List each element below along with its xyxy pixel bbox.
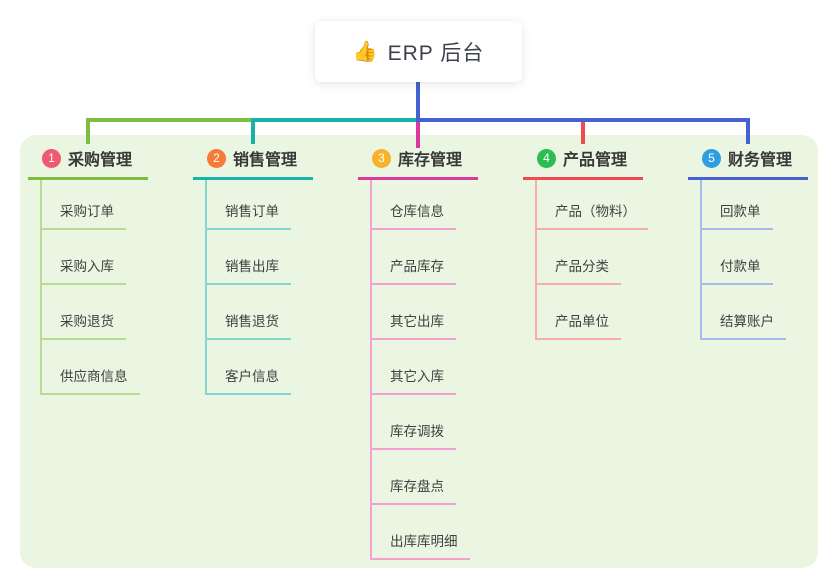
child-node[interactable]: 采购退货 [42,310,126,340]
child-row: 供应商信息 [42,340,168,395]
child-row: 销售退货 [207,285,333,340]
branch-children: 采购订单采购入库采购退货供应商信息 [40,180,168,395]
branch-node[interactable]: 5 财务管理 [688,146,808,180]
root-title-label: ERP 后台 [387,41,485,65]
child-node[interactable]: 产品（物料） [537,200,648,230]
child-node[interactable]: 销售退货 [207,310,291,340]
branch-column: 2 销售管理 销售订单销售出库销售退货客户信息 [193,146,333,395]
branch-number-badge: 5 [702,148,721,168]
child-row: 付款单 [702,230,828,285]
child-row: 其它入库 [372,340,498,395]
branches-panel [20,135,818,568]
child-node[interactable]: 回款单 [702,200,773,230]
branch-number-badge: 1 [42,148,61,168]
child-node[interactable]: 采购入库 [42,255,126,285]
branch-title-label: 库存管理 [398,152,463,169]
branch-title-label: 产品管理 [563,152,628,169]
child-row: 库存盘点 [372,450,498,505]
child-node[interactable]: 结算账户 [702,310,786,340]
branch-column: 5 财务管理 回款单付款单结算账户 [688,146,828,340]
branch-node[interactable]: 3 库存管理 [358,146,478,180]
child-row: 采购入库 [42,230,168,285]
branch-node[interactable]: 1 采购管理 [28,146,148,180]
branch-number-badge: 2 [207,148,226,168]
child-node[interactable]: 采购订单 [42,200,126,230]
child-node[interactable]: 出库库明细 [372,530,470,560]
child-row: 其它出库 [372,285,498,340]
child-node[interactable]: 库存盘点 [372,475,456,505]
child-node[interactable]: 产品单位 [537,310,621,340]
child-node[interactable]: 产品库存 [372,255,456,285]
branch-column: 1 采购管理 采购订单采购入库采购退货供应商信息 [28,146,168,395]
branch-children: 产品（物料） 产品分类产品单位 [535,180,663,340]
child-row: 产品单位 [537,285,663,340]
thumbs-up-icon: 👍 [352,41,379,63]
child-row: 产品分类 [537,230,663,285]
branch-column: 4 产品管理 产品（物料） 产品分类产品单位 [523,146,663,340]
child-row: 回款单 [702,180,828,230]
child-row: 销售出库 [207,230,333,285]
branch-title-label: 销售管理 [233,152,298,169]
child-row: 产品（物料） [537,180,663,230]
child-node[interactable]: 其它入库 [372,365,456,395]
branch-number-badge: 3 [372,148,391,168]
branch-title-label: 财务管理 [728,152,793,169]
child-row: 仓库信息 [372,180,498,230]
child-node[interactable]: 库存调拨 [372,420,456,450]
child-row: 结算账户 [702,285,828,340]
branch-children: 回款单付款单结算账户 [700,180,828,340]
root-node[interactable]: 👍 ERP 后台 [315,21,522,82]
branch-children: 销售订单销售出库销售退货客户信息 [205,180,333,395]
branch-title-label: 采购管理 [68,152,133,169]
child-node[interactable]: 产品分类 [537,255,621,285]
child-node[interactable]: 供应商信息 [42,365,140,395]
branch-number-badge: 4 [537,148,556,168]
child-node[interactable]: 付款单 [702,255,773,285]
child-row: 采购订单 [42,180,168,230]
branch-node[interactable]: 4 产品管理 [523,146,643,180]
child-row: 出库库明细 [372,505,498,560]
child-node[interactable]: 仓库信息 [372,200,456,230]
child-row: 库存调拨 [372,395,498,450]
child-row: 销售订单 [207,180,333,230]
child-node[interactable]: 销售订单 [207,200,291,230]
child-node[interactable]: 销售出库 [207,255,291,285]
child-node[interactable]: 客户信息 [207,365,291,395]
branch-node[interactable]: 2 销售管理 [193,146,313,180]
child-row: 产品库存 [372,230,498,285]
child-row: 采购退货 [42,285,168,340]
branch-children: 仓库信息产品库存其它出库其它入库库存调拨库存盘点出库库明细 [370,180,498,560]
child-row: 客户信息 [207,340,333,395]
branch-column: 3 库存管理 仓库信息产品库存其它出库其它入库库存调拨库存盘点出库库明细 [358,146,498,560]
child-node[interactable]: 其它出库 [372,310,456,340]
